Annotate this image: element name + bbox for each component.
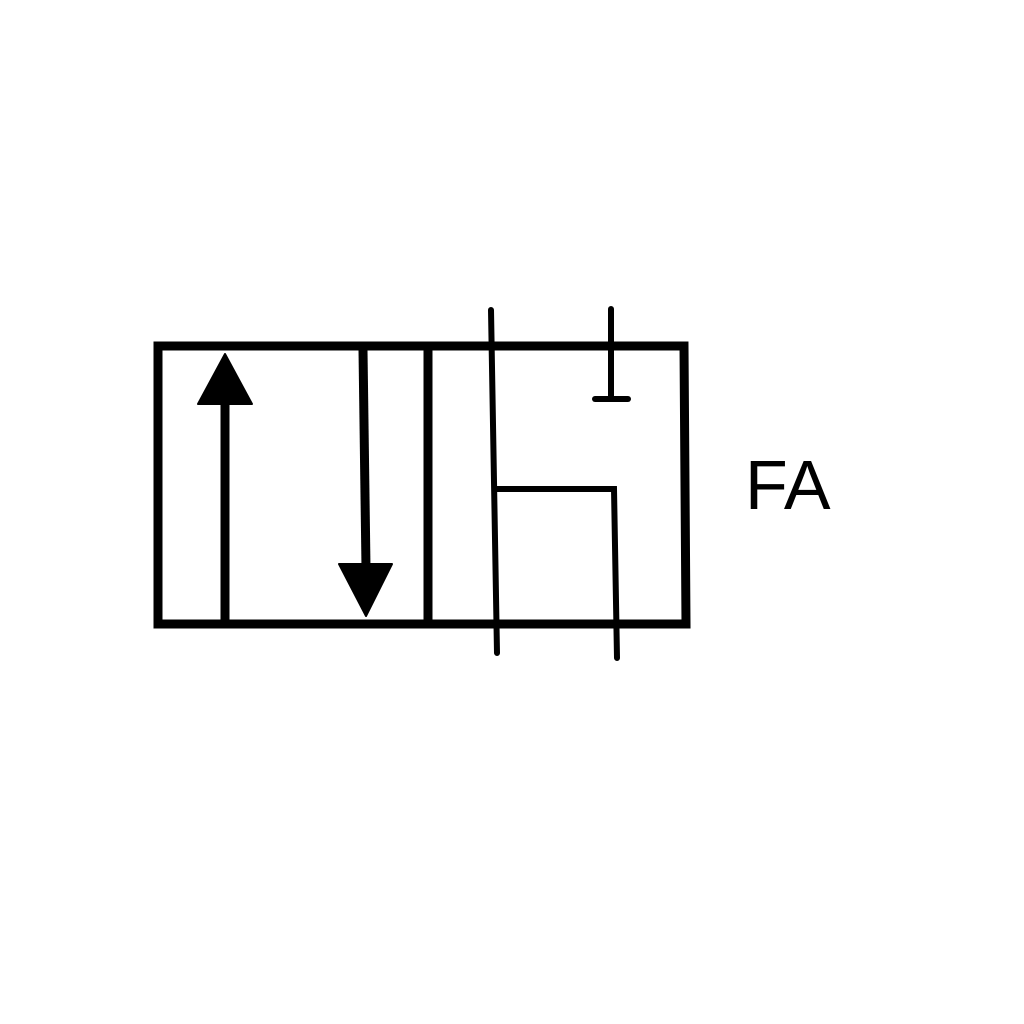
right-position-flow-paths bbox=[488, 306, 631, 661]
down-arrowhead bbox=[338, 563, 393, 617]
port-line-left bbox=[488, 307, 500, 656]
down-flow-line bbox=[358, 349, 371, 569]
left-envelope bbox=[153, 341, 433, 629]
up-arrowhead bbox=[197, 353, 253, 405]
valve-label: FA bbox=[745, 446, 831, 524]
right-envelope bbox=[428, 341, 691, 629]
valve-body bbox=[153, 341, 691, 629]
connecting-passage bbox=[494, 486, 620, 661]
left-position-flow-paths bbox=[197, 349, 393, 620]
